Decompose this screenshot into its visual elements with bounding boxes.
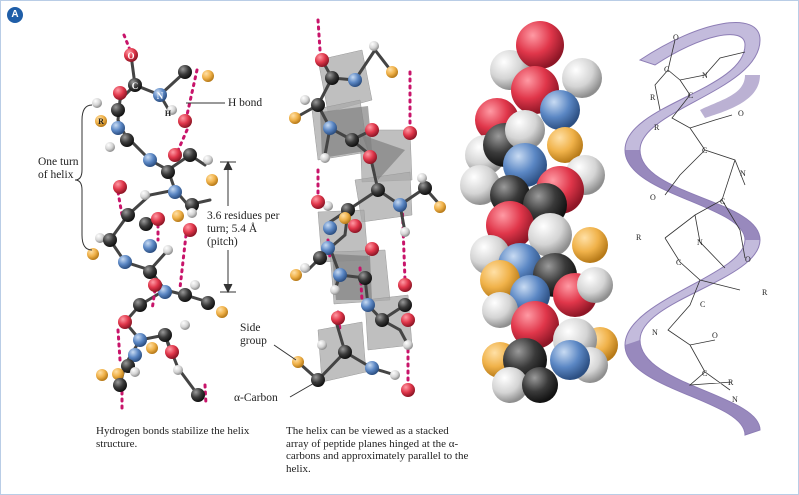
one-turn-label: One turn of helix [38, 156, 84, 182]
svg-text:O: O [738, 109, 744, 118]
alpha-carbon-pointer [290, 382, 316, 397]
peptide-plane-helix [274, 20, 446, 397]
svg-text:C: C [700, 300, 705, 309]
atom-label-R: R [98, 117, 104, 126]
peptide-planes [312, 50, 412, 382]
side-group-label: Side group [240, 322, 276, 348]
svg-text:R: R [762, 288, 768, 297]
svg-text:O: O [673, 33, 679, 42]
alpha-carbon-label: α-Carbon [234, 392, 278, 405]
svg-text:R: R [650, 93, 656, 102]
svg-text:N: N [740, 169, 746, 178]
svg-text:C: C [702, 369, 707, 378]
svg-text:R: R [654, 123, 660, 132]
svg-text:O: O [712, 331, 718, 340]
svg-text:C: C [688, 91, 693, 100]
atom-label-N: N [157, 91, 164, 101]
svg-text:N: N [732, 395, 738, 404]
svg-text:R: R [728, 378, 734, 387]
svg-text:C: C [676, 258, 681, 267]
svg-text:O: O [650, 193, 656, 202]
svg-text:C: C [664, 65, 669, 74]
svg-text:N: N [652, 328, 658, 337]
svg-text:R: R [636, 233, 642, 242]
svg-text:N: N [702, 71, 708, 80]
atom-label-H: H [165, 109, 172, 118]
hbond-label: H bond [228, 97, 262, 110]
svg-text:C: C [702, 146, 707, 155]
panel2-caption: The helix can be viewed as a stacked arr… [286, 425, 474, 475]
panel1-caption: Hydrogen bonds stabilize the helix struc… [96, 425, 256, 450]
svg-text:C: C [720, 197, 725, 206]
svg-text:O: O [745, 255, 751, 264]
side-group-pointer [274, 345, 296, 360]
atom-label-C: C [132, 81, 139, 91]
space-filling-helix [460, 21, 618, 403]
svg-text:N: N [697, 238, 703, 247]
ribbon-helix: O C N R C R O C N O C R N O C R C N O C … [625, 23, 768, 435]
atom-label-O: O [127, 51, 134, 61]
residues-per-turn-label: 3.6 residues per turn; 5.4 Å (pitch) [207, 210, 287, 249]
